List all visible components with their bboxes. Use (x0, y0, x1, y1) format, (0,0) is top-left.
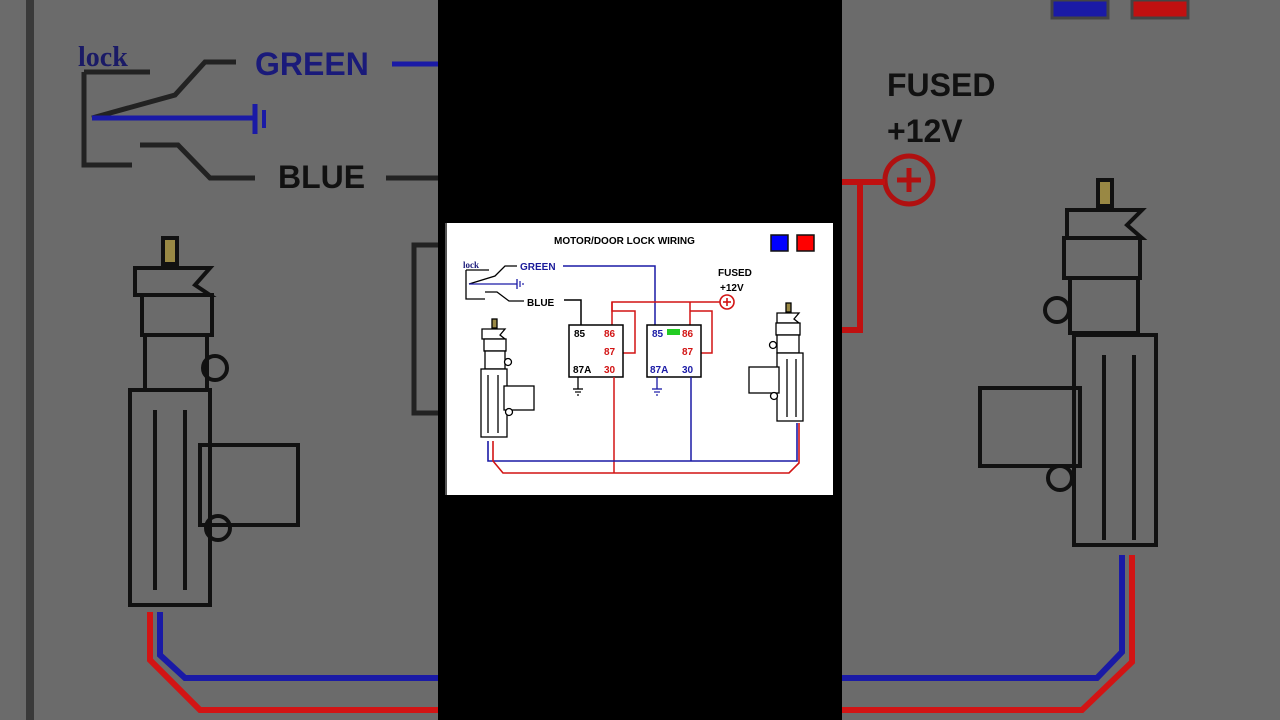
relay-left-pin-87: 87 (604, 347, 616, 358)
wiring-diagram-svg: MOTOR/DOOR LOCK WIRING lock GREEN BLUE F… (463, 234, 815, 474)
zoom-green-label: GREEN (255, 46, 369, 82)
relay-right-pin-85: 85 (652, 329, 664, 340)
lock-switch-label: lock (463, 260, 479, 270)
power-plus-icon (719, 294, 735, 310)
background-zoom-left: lock GREEN BLUE (0, 0, 438, 720)
zoom-12v-label: +12V (887, 113, 963, 149)
background-zoom-left-art: lock GREEN BLUE (0, 0, 438, 720)
zoom-lock-actuator-icon-right (978, 178, 1158, 547)
zoom-blue-label: BLUE (278, 159, 365, 195)
background-zoom-right-art: FUSED +12V (842, 0, 1280, 720)
relay-left: 85 86 87 87A 30 (568, 324, 624, 378)
wiring-diagram: MOTOR/DOOR LOCK WIRING lock GREEN BLUE F… (445, 223, 833, 495)
diagram-title: MOTOR/DOOR LOCK WIRING (554, 236, 695, 247)
blue-wire (564, 299, 582, 325)
legend-blue-swatch (770, 234, 789, 252)
relay-right: 85 86 87 87A 30 (646, 324, 702, 378)
lock-switch-icon: lock (463, 260, 524, 302)
relay-right-pin-30: 30 (682, 365, 694, 376)
relay-left-pin-86: 86 (604, 329, 616, 340)
switch-ground-icon (516, 279, 524, 289)
actuator-blue-loop (487, 423, 798, 462)
background-zoom-right: FUSED +12V (842, 0, 1280, 720)
relay-left-ground-icon (573, 377, 583, 396)
green-wire (563, 265, 656, 325)
relay-left-pin-85: 85 (574, 329, 586, 340)
lock-actuator-icon-right (748, 302, 804, 422)
relay-left-pin-87a: 87A (573, 365, 591, 376)
fused-label: FUSED (718, 268, 752, 279)
relay-right-ground-icon (652, 377, 662, 396)
lock-actuator-icon-left (480, 318, 535, 438)
plus-12v-label: +12V (720, 283, 744, 294)
zoom-lock-actuator-icon (128, 236, 300, 607)
relay-right-pin-87a: 87A (650, 365, 668, 376)
legend-red-swatch (796, 234, 815, 252)
blue-wire-label: BLUE (527, 298, 555, 309)
relay-right-pin-86: 86 (682, 329, 694, 340)
zoom-lock-label: lock (78, 42, 128, 73)
zoom-fused-label: FUSED (887, 67, 995, 103)
green-wire-label: GREEN (520, 262, 556, 273)
power-bus-wire (611, 301, 720, 325)
relay-indicator-green (667, 329, 680, 335)
actuator-red-loop (492, 423, 800, 474)
relay-right-pin-87: 87 (682, 347, 694, 358)
relay-left-pin-30: 30 (604, 365, 616, 376)
